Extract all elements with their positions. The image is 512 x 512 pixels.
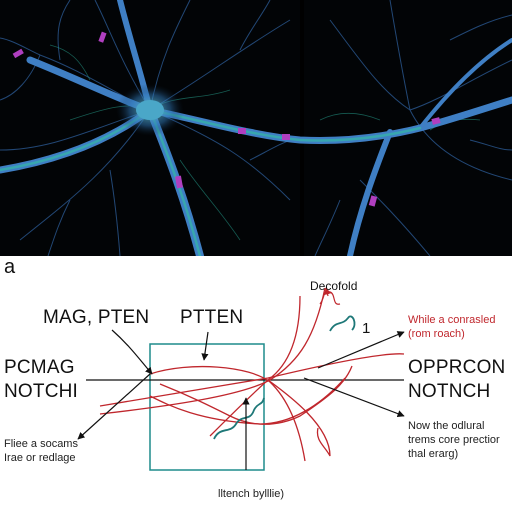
neuron-micrograph xyxy=(0,0,512,256)
label-fliee: Fliee a socams Irae or redlage xyxy=(4,438,78,464)
magenta-markers xyxy=(12,31,441,207)
label-ptten: PTTEN xyxy=(180,307,244,328)
label-mag-pten: MAG, PTEN xyxy=(43,307,150,328)
label-opprcon: OPPRCON xyxy=(408,357,506,378)
label-now-odlural: Now the odlural trems core prectior thal… xyxy=(408,420,500,460)
label-decofold: Decofold xyxy=(310,279,358,293)
soma xyxy=(116,84,184,136)
red-squiggle-top xyxy=(319,291,341,305)
region-box xyxy=(149,343,265,471)
label-pcmag: PCMAG xyxy=(4,357,75,378)
decofold-arrow xyxy=(324,287,332,297)
red-curves xyxy=(99,287,405,462)
label-marker-1: 1 xyxy=(362,320,371,337)
panel-label: a xyxy=(4,256,16,278)
label-notnch: NOTNCH xyxy=(408,381,491,402)
label-lltench: lltench bylllie) xyxy=(218,488,285,500)
panel-divider xyxy=(300,0,304,256)
annotation-arrows xyxy=(77,329,405,470)
label-notchi: NOTCHI xyxy=(4,381,79,402)
annotation-diagram xyxy=(77,287,405,471)
label-while-controlled: While a conrasled (rom roach) xyxy=(408,314,496,340)
